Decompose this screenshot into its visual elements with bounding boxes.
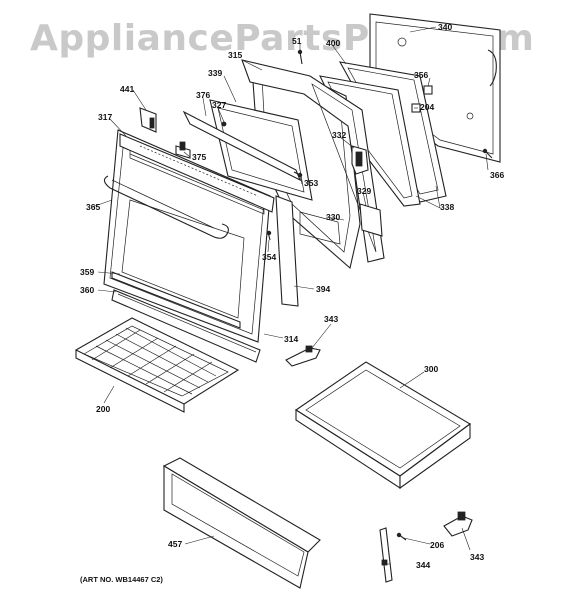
part-200-oven-rack <box>74 317 240 413</box>
leader-lines <box>91 26 489 565</box>
part-343-drawer-glide-upper <box>285 345 321 367</box>
callout-344: 344 <box>416 560 430 570</box>
callout-339: 339 <box>208 68 222 78</box>
callout-343-upper: 343 <box>324 314 338 324</box>
part-343-drawer-glide-lower <box>443 511 473 537</box>
callout-317: 317 <box>98 112 112 122</box>
callout-375: 375 <box>192 152 206 162</box>
part-360-door-bottom-channel <box>111 289 261 363</box>
callout-329: 329 <box>357 186 371 196</box>
part-329-bracket <box>359 203 383 237</box>
part-327-screw <box>221 121 227 127</box>
part-332-hinge-receiver <box>351 145 369 175</box>
callout-327: 327 <box>212 100 226 110</box>
part-376-hinge-channel <box>182 110 302 182</box>
part-394-side-trim <box>275 195 299 307</box>
callout-315: 315 <box>228 50 242 60</box>
callout-340: 340 <box>438 22 452 32</box>
callout-330: 330 <box>326 212 340 222</box>
part-339-window-pack <box>209 99 313 201</box>
callout-204: 204 <box>420 102 434 112</box>
part-375-hinge <box>175 141 191 159</box>
callout-394: 394 <box>316 284 330 294</box>
part-315-door-frame <box>241 59 385 263</box>
part-356-hinge-clip <box>423 85 433 95</box>
callout-400: 400 <box>326 38 340 48</box>
callout-353: 353 <box>304 178 318 188</box>
callout-356: 356 <box>414 70 428 80</box>
callout-359: 359 <box>80 267 94 277</box>
callout-200: 200 <box>96 404 110 414</box>
callout-300: 300 <box>424 364 438 374</box>
callout-206: 206 <box>430 540 444 550</box>
part-317-control-panel <box>119 133 275 213</box>
callout-338: 338 <box>440 202 454 212</box>
callout-343-lower: 343 <box>470 552 484 562</box>
part-441-hinge-bracket <box>139 107 157 133</box>
part-366-screw <box>482 148 493 159</box>
callout-314: 314 <box>284 334 298 344</box>
callout-441: 441 <box>120 84 134 94</box>
part-359-door-bottom-trim <box>111 271 241 329</box>
art-number: (ART NO. WB14467 C2) <box>80 575 163 584</box>
callout-51: 51 <box>292 36 302 46</box>
callout-354: 354 <box>262 252 276 262</box>
part-206-screw <box>396 532 407 541</box>
part-354-screw <box>266 230 272 241</box>
callout-332: 332 <box>332 130 346 140</box>
callout-376: 376 <box>196 90 210 100</box>
callout-366: 366 <box>490 170 504 180</box>
part-457-drawer-front <box>162 457 321 589</box>
oven-door-handle <box>103 175 229 239</box>
callout-360: 360 <box>80 285 94 295</box>
part-344-drawer-slide <box>379 527 393 583</box>
callout-365: 365 <box>86 202 100 212</box>
callout-457: 457 <box>168 539 182 549</box>
part-300-storage-drawer <box>295 361 471 490</box>
callout-labels: 340 315 51 400 339 356 441 376 327 204 3… <box>80 22 504 570</box>
